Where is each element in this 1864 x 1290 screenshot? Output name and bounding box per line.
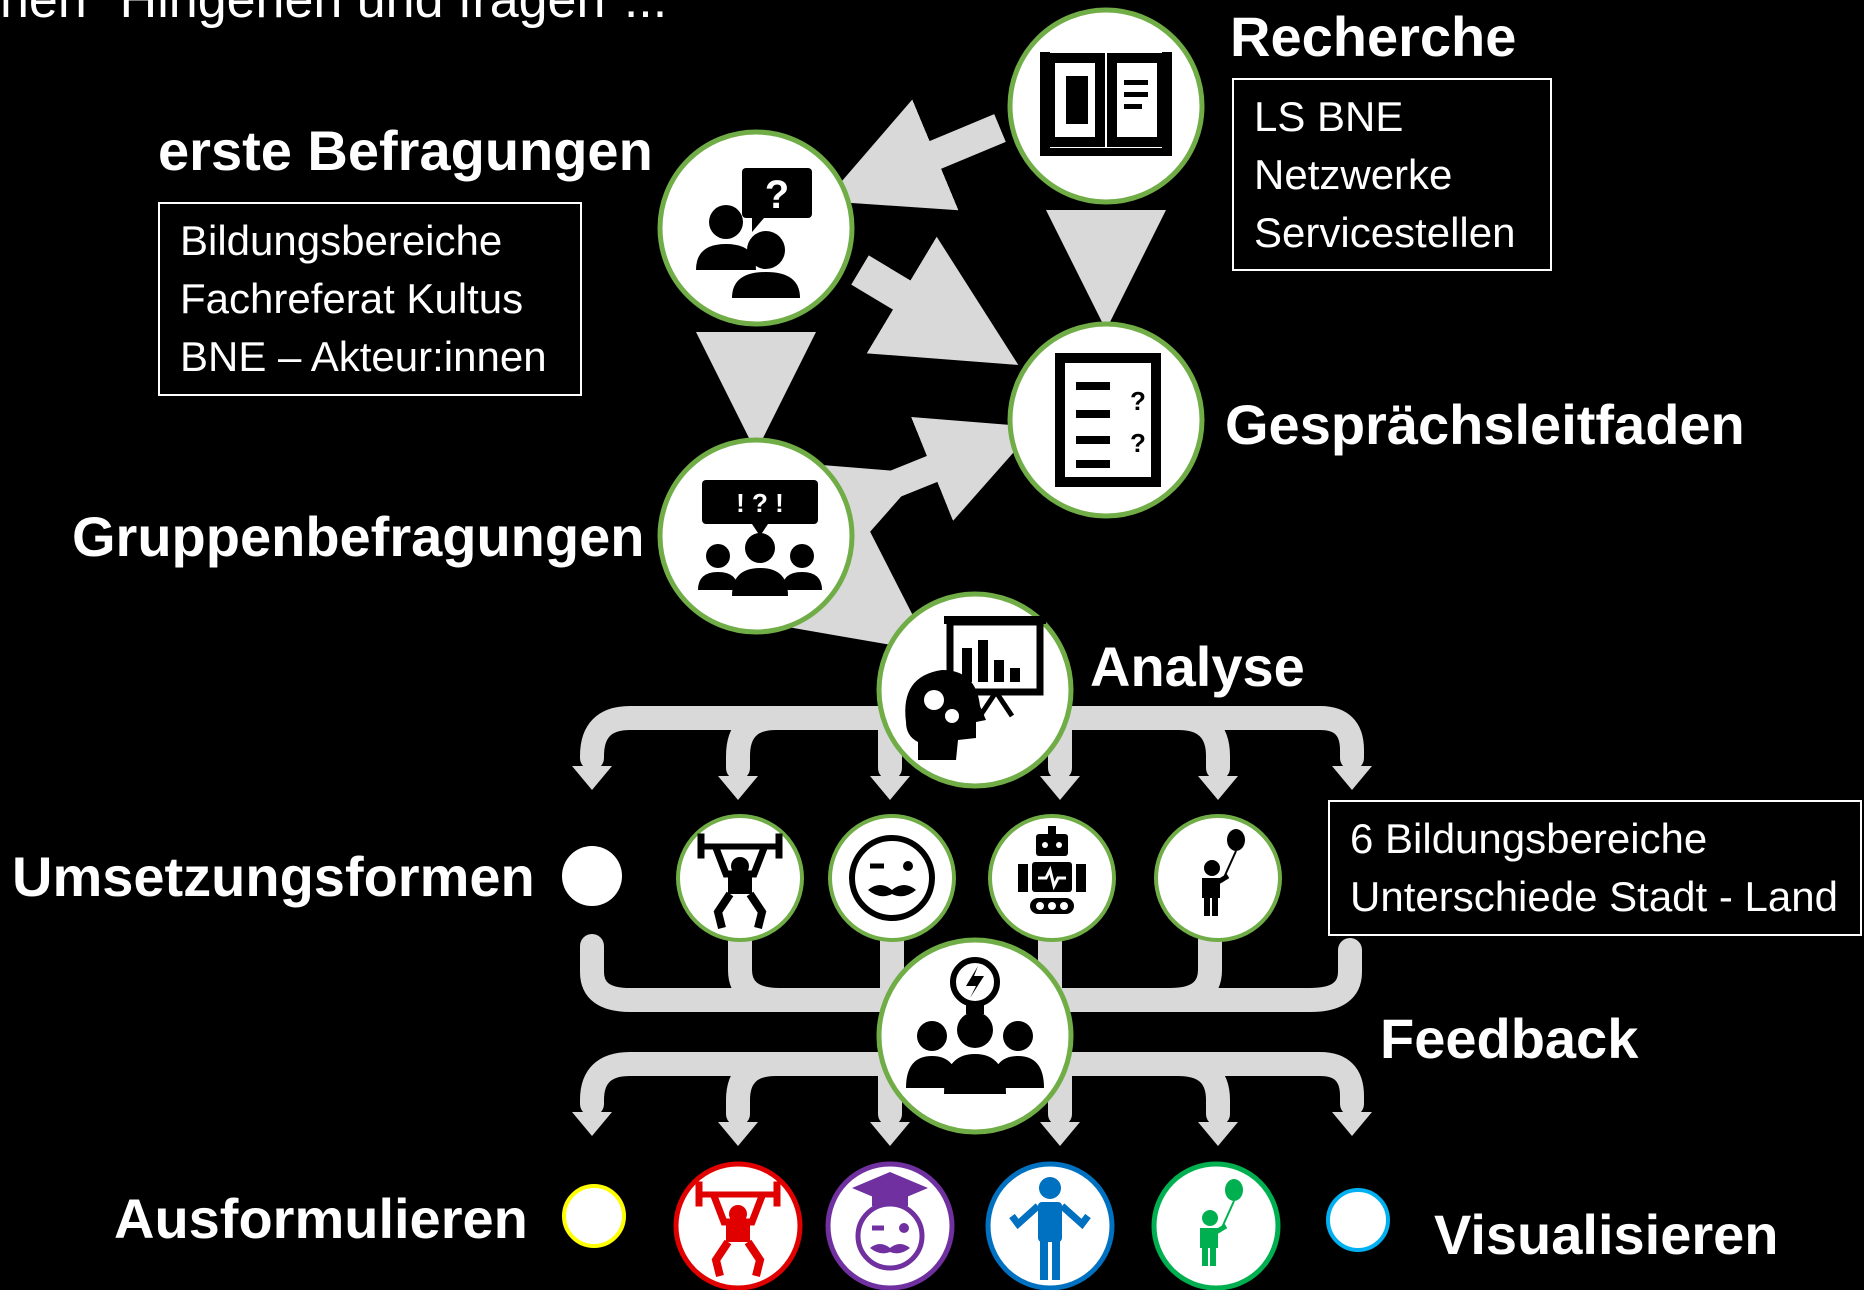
flow-arrows-top bbox=[696, 99, 1166, 652]
arrowhead-3 bbox=[870, 776, 910, 800]
branch-analyse-6 bbox=[963, 706, 1364, 770]
branch-analyse-1 bbox=[580, 706, 987, 770]
header-text: nen "Hingehen und fragen"... bbox=[0, 0, 668, 29]
svg-text:?: ? bbox=[1130, 386, 1146, 416]
branch-analyse-2 bbox=[726, 706, 987, 780]
collector-5 bbox=[1158, 928, 1222, 1012]
empty-circle-icon bbox=[562, 846, 622, 906]
info-line: Fachreferat Kultus bbox=[180, 275, 524, 322]
collector-2 bbox=[728, 928, 792, 1012]
umsetzungsformen-row bbox=[562, 814, 1282, 942]
arrowhead-6 bbox=[1332, 766, 1372, 790]
analysis-head-chart-icon bbox=[905, 616, 1046, 760]
questionnaire-icon: ? ? bbox=[1055, 353, 1161, 487]
node-erste-befragungen: ? bbox=[657, 129, 855, 327]
analyse-branches bbox=[580, 706, 1364, 780]
analyse-branch-heads bbox=[572, 766, 1372, 800]
info-line: Servicestellen bbox=[1254, 209, 1516, 256]
label-analyse: Analyse bbox=[1090, 635, 1305, 698]
info-box-recherche: LS BNE Netzwerke Servicestellen bbox=[1232, 78, 1552, 271]
svg-text:?: ? bbox=[765, 173, 789, 217]
child-balloon-icon bbox=[1200, 1179, 1243, 1266]
feedback-branch-heads bbox=[572, 1112, 1372, 1146]
arrowhead-4 bbox=[1040, 776, 1080, 800]
svg-text:?: ? bbox=[1130, 428, 1146, 458]
uf-circle-child bbox=[1154, 814, 1282, 942]
label-visualisieren: Visualisieren bbox=[1434, 1203, 1779, 1266]
af-circle-weightlifter bbox=[673, 1161, 803, 1290]
arrowhead-2 bbox=[718, 776, 758, 800]
label-gespraechsleitfaden: Gesprächsleitfaden bbox=[1225, 393, 1745, 456]
weightlifter-icon bbox=[697, 833, 783, 929]
info-line: Unterschiede Stadt - Land bbox=[1350, 873, 1838, 920]
arrow-befragungen-to-leitfaden bbox=[851, 236, 1019, 365]
empty-circle-icon bbox=[562, 1184, 626, 1248]
svg-text:! ? !: ! ? ! bbox=[736, 488, 784, 518]
label-feedback: Feedback bbox=[1380, 1007, 1639, 1070]
node-recherche bbox=[1007, 7, 1205, 205]
af-circle-graduate bbox=[825, 1161, 955, 1290]
arrow-gruppen-to-analyse bbox=[790, 524, 932, 652]
arrowhead-5 bbox=[1198, 776, 1238, 800]
idea-team-icon bbox=[906, 957, 1044, 1094]
info-line: 6 Bildungsbereiche bbox=[1350, 815, 1708, 862]
label-umsetzungsformen: Umsetzungsformen bbox=[12, 845, 535, 908]
empty-circle-icon bbox=[1326, 1188, 1390, 1252]
graduate-mustache-face-icon bbox=[852, 1172, 928, 1271]
uf-circle-weightlifter bbox=[676, 814, 804, 942]
shrugging-person-icon bbox=[1009, 1177, 1091, 1280]
info-line: LS BNE bbox=[1254, 93, 1404, 140]
group-discussion-icon: ! ? ! bbox=[698, 480, 822, 596]
uf-circle-robot bbox=[988, 814, 1116, 942]
uf-circle-wink bbox=[828, 814, 956, 942]
node-analyse bbox=[876, 591, 1074, 789]
info-line: Bildungsbereiche bbox=[180, 217, 503, 264]
ausformulieren-row bbox=[562, 1161, 1390, 1290]
info-box-umsetzungsformen: 6 Bildungsbereiche Unterschiede Stadt - … bbox=[1328, 800, 1862, 936]
info-line: Netzwerke bbox=[1254, 151, 1453, 198]
arrow-recherche-to-befragungen bbox=[824, 99, 1006, 211]
interview-question-icon: ? bbox=[696, 168, 812, 298]
label-recherche: Recherche bbox=[1230, 5, 1517, 68]
arrow-gruppen-leitfaden-double bbox=[797, 417, 1036, 567]
arrowhead-1 bbox=[572, 766, 612, 790]
node-gruppenbefragungen: ! ? ! bbox=[657, 437, 855, 635]
node-feedback bbox=[876, 937, 1074, 1135]
winking-mustache-face-icon bbox=[849, 835, 935, 921]
weightlifter-icon bbox=[695, 1181, 781, 1277]
label-ausformulieren: Ausformulieren bbox=[114, 1187, 528, 1250]
robot-icon bbox=[1018, 826, 1086, 914]
label-gruppenbefragungen: Gruppenbefragungen bbox=[72, 505, 645, 568]
af-circle-shrug bbox=[985, 1161, 1115, 1290]
af-circle-child bbox=[1151, 1161, 1281, 1290]
label-erste-befragungen: erste Befragungen bbox=[158, 119, 653, 182]
node-gespraechsleitfaden: ? ? bbox=[1007, 321, 1205, 519]
book-icon bbox=[1040, 52, 1172, 156]
info-box-erste-befragungen: Bildungsbereiche Fachreferat Kultus BNE … bbox=[158, 202, 582, 396]
info-line: BNE – Akteur:innen bbox=[180, 333, 547, 380]
child-balloon-icon bbox=[1202, 829, 1245, 916]
